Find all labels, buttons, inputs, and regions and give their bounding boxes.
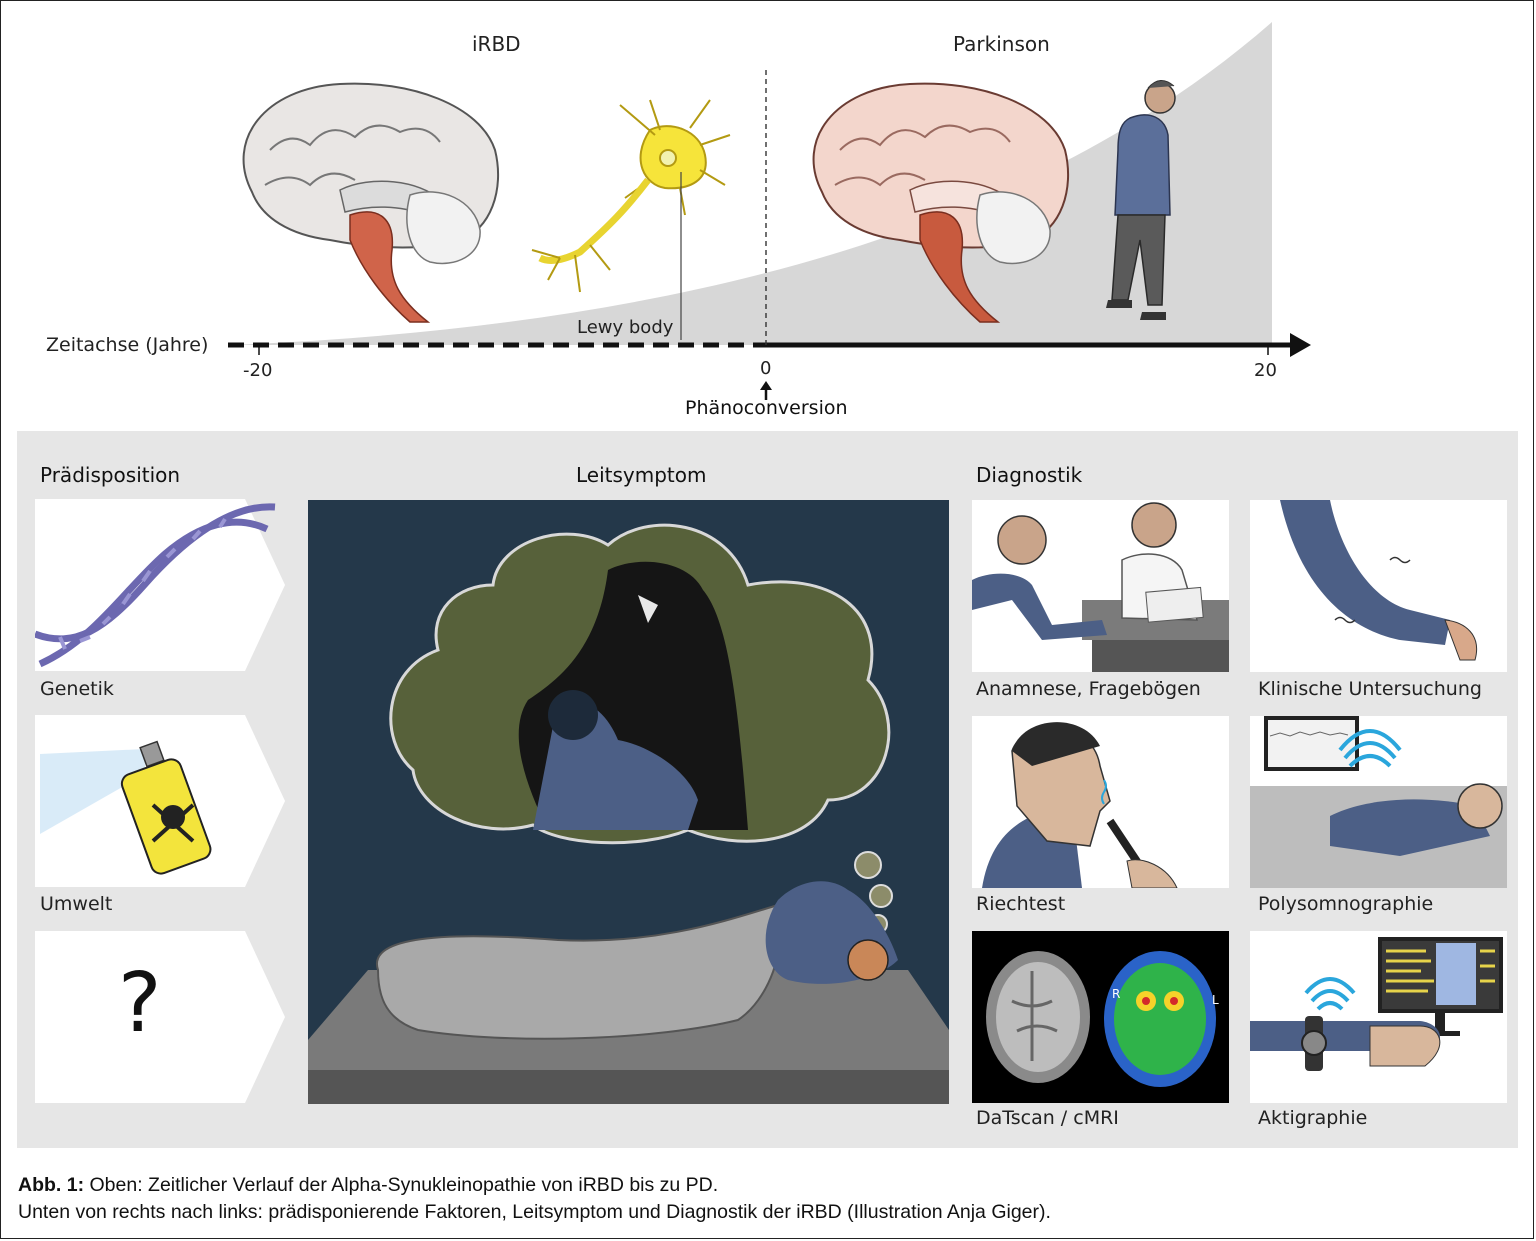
heading-leitsymptom: Leitsymptom [576,463,707,487]
caption-anamnese: Anamnese, Fragebögen [976,678,1201,700]
caption-line-1: Oben: Zeitlicher Verlauf der Alpha-Synuk… [89,1174,719,1196]
neuron-illustration [531,99,731,293]
caption-genetik: Genetik [40,678,114,700]
caption-line-2: Unten von rechts nach links: prädisponie… [18,1201,1051,1223]
caption-polysomnographie: Polysomnographie [1258,893,1434,915]
phase-label-parkinson: Parkinson [953,32,1050,56]
figure-caption: Abb. 1: Oben: Zeitlicher Verlauf der Alp… [18,1172,1051,1226]
scan-label-r: R [1112,987,1121,1001]
card-unknown [35,931,285,1103]
diag-card-anamnese [972,500,1229,672]
timeline-graphic [228,22,1311,400]
predisposition-cards [35,499,285,1103]
scan-label-l: L [1212,993,1219,1007]
thought-bubble-1 [854,851,882,879]
conversion-label: Phänoconversion [685,397,848,419]
dna-icon [35,503,276,668]
caption-datscan: DaTscan / cMRI [976,1107,1119,1129]
caption-riechtest: Riechtest [976,893,1066,915]
brain-parkinson-illustration [812,82,1070,323]
brain-irbd-illustration [242,82,500,323]
caption-umwelt: Umwelt [40,893,113,915]
parkinson-man-illustration [1106,80,1176,320]
caption-aktigraphie: Aktigraphie [1258,1107,1368,1129]
diag-card-riechtest [972,716,1229,889]
thought-bubble-2 [869,884,893,908]
caption-label: Abb. 1: [18,1174,85,1196]
phase-label-irbd: iRBD [472,32,521,56]
axis-label: Zeitachse (Jahre) [46,334,209,356]
heading-diagnostik: Diagnostik [976,463,1083,487]
lewy-body-label: Lewy body [577,317,674,338]
spray-can-icon [40,740,212,875]
tick-left-label: -20 [243,360,273,381]
heading-predisposition: Prädisposition [40,463,181,487]
diag-card-klinisch [1250,500,1507,672]
diag-card-aktigraphie [1250,931,1507,1103]
tick-zero-label: 0 [760,358,772,379]
diag-card-polysomnographie [1250,716,1507,888]
question-mark: ? [118,956,162,1051]
night-scene [308,500,949,1104]
tick-right-label: 20 [1254,360,1277,381]
diag-card-datscan: R L [972,931,1229,1103]
axis-arrowhead [1290,333,1311,357]
caption-klinisch: Klinische Untersuchung [1258,678,1482,700]
